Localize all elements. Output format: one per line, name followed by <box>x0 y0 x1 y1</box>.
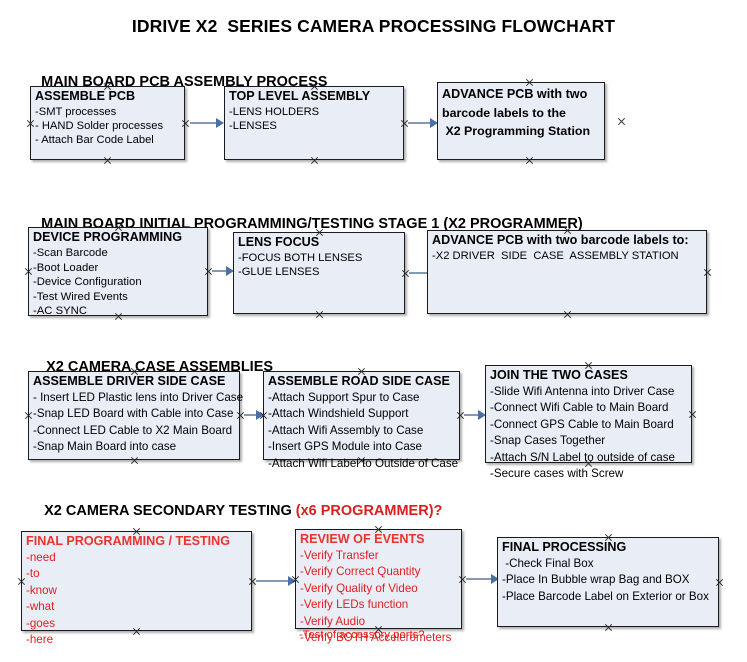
arrow-shaft <box>190 122 217 124</box>
box-line: -Test Wired Events <box>33 290 128 303</box>
box-line: -what <box>26 600 55 614</box>
box-assemble-driver-side-case[interactable]: ASSEMBLE DRIVER SIDE CASE - Insert LED P… <box>28 371 244 460</box>
box-line: -Snap LED Board with Cable into Case <box>33 407 234 421</box>
box-advance-pcb-driver-side-station[interactable]: ADVANCE PCB with two barcode labels to: … <box>427 230 707 314</box>
box-assemble-road-side-case[interactable]: ASSEMBLE ROAD SIDE CASE -Attach Support … <box>263 371 460 470</box>
arrow-shaft <box>466 578 492 580</box>
resize-handle-right[interactable] <box>617 117 626 126</box>
box-device-programming[interactable]: DEVICE PROGRAMMING -Scan Barcode -Boot L… <box>28 227 208 318</box>
arrow-shaft <box>212 270 227 272</box>
section-heading-4: X2 CAMERA SECONDARY TESTING (x6 PROGRAMM… <box>28 487 442 535</box>
box-review-of-events[interactable]: REVIEW OF EVENTS -Verify Transfer -Verif… <box>295 529 462 644</box>
box-title: ADVANCE PCB with two <box>442 87 588 101</box>
box-line: -goes <box>26 616 56 630</box>
box-line: -X2 DRIVER SIDE CASE ASSEMBLY STATION <box>432 250 679 262</box>
box-line: -to <box>26 567 40 581</box>
box-title: LENS FOCUS <box>238 235 320 249</box>
box-line: -Place Barcode Label on Exterior or Box <box>502 589 709 603</box>
box-line: -LENS HOLDERS <box>229 106 320 118</box>
box-line: -FOCUS BOTH LENSES <box>238 252 363 264</box>
box-line: -Verify Audio <box>300 614 366 628</box>
box-top-level-assembly[interactable]: TOP LEVEL ASSEMBLY -LENS HOLDERS -LENSES <box>224 86 404 160</box>
box-title: ASSEMBLE ROAD SIDE CASE <box>268 374 450 388</box>
connector-arrow-3-1 <box>244 410 264 420</box>
arrow-shaft <box>464 414 479 416</box>
connector-arrow-1-1 <box>190 118 224 128</box>
connector-arrow-2-1 <box>212 266 234 276</box>
box-line: -Device Configuration <box>33 276 142 289</box>
box-assemble-pcb[interactable]: ASSEMBLE PCB -SMT processes - HAND Solde… <box>30 86 185 160</box>
box-line: -LENSES <box>229 120 277 133</box>
box-line: -Verify LEDs function <box>300 598 409 612</box>
section-heading-4-accent: (x6 PROGRAMMER)? <box>295 503 443 519</box>
connector-arrow-3-2 <box>464 410 486 420</box>
connector-arrow-1-2 <box>408 118 438 128</box>
box-line: -Verify Transfer <box>300 549 379 562</box>
box-line: -Attach Support Spur to Case <box>268 391 420 404</box>
box-line: -here <box>26 633 54 647</box>
box-title: ASSEMBLE DRIVER SIDE CASE <box>33 374 226 388</box>
box-line: - Attach Bar Code Label <box>35 134 154 147</box>
box-line: -Boot Loader <box>33 261 99 274</box>
box-title: DEVICE PROGRAMMING <box>33 230 183 244</box>
arrow-shaft <box>408 122 431 124</box>
box-line: -Place In Bubble wrap Bag and BOX <box>502 573 690 587</box>
box-line: -Slide Wifi Antenna into Driver Case <box>490 385 675 398</box>
box-line: -Attach Wifi Label to Outside of Case <box>268 456 459 470</box>
box-line: - Insert LED Plastic lens into Driver Ca… <box>33 391 244 404</box>
box-line: X2 Programming Station <box>442 124 591 138</box>
box-overflow-line: -Test of accessory ports? <box>299 629 425 641</box>
box-line: -Check Final Box <box>502 557 594 570</box>
box-line: -Scan Barcode <box>33 247 108 259</box>
box-line: -Attach Wifi Assembly to Case <box>268 423 424 437</box>
box-line: -Verify Correct Quantity <box>300 565 421 579</box>
box-line: -need <box>26 551 56 564</box>
page-title: IDRIVE X2 SERIES CAMERA PROCESSING FLOWC… <box>131 16 616 36</box>
box-line: -Verify Quality of Video <box>300 581 418 595</box>
box-line: -AC SYNC <box>33 305 87 318</box>
box-title: FINAL PROCESSING <box>502 540 627 554</box>
box-title: JOIN THE TWO CASES <box>490 368 628 382</box>
connector-arrow-4-1 <box>256 576 296 586</box>
box-line: barcode labels to the <box>442 106 566 120</box>
box-line: -Snap Main Board into case <box>33 440 177 454</box>
box-line: -Secure cases with Screw <box>490 467 624 481</box>
box-line: -Connect Wifi Cable to Main Board <box>490 401 669 415</box>
arrow-shaft <box>256 580 289 582</box>
box-line: - HAND Solder processes <box>35 120 164 133</box>
arrow-head <box>216 118 224 128</box>
box-line: -Snap Cases Together <box>490 434 606 448</box>
connector-arrow-4-2 <box>466 574 499 584</box>
box-lens-focus[interactable]: LENS FOCUS -FOCUS BOTH LENSES -GLUE LENS… <box>233 232 405 314</box>
box-line: -Insert GPS Module into Case <box>268 440 423 454</box>
box-line: -Connect GPS Cable to Main Board <box>490 417 674 431</box>
arrow-shaft <box>244 414 257 416</box>
box-line: -Connect LED Cable to X2 Main Board <box>33 423 233 437</box>
box-final-programming-testing[interactable]: FINAL PROGRAMMING / TESTING -need -to -k… <box>21 531 252 646</box>
box-line: -know <box>26 583 57 597</box>
box-final-processing[interactable]: FINAL PROCESSING -Check Final Box -Place… <box>497 537 719 627</box>
box-title: TOP LEVEL ASSEMBLY <box>229 89 371 103</box>
box-line: -Attach Windshield Support <box>268 407 409 421</box>
box-line: -GLUE LENSES <box>238 266 320 279</box>
box-advance-pcb-programming-station[interactable]: ADVANCE PCB with two barcode labels to t… <box>437 82 605 160</box>
box-title: ADVANCE PCB with two barcode labels to: <box>432 233 689 247</box>
box-join-the-two-cases[interactable]: JOIN THE TWO CASES -Slide Wifi Antenna i… <box>485 365 692 480</box>
section-heading-4-text: X2 CAMERA SECONDARY TESTING <box>44 503 296 519</box>
box-line: -Verify BOTH Accelerometers <box>300 631 452 645</box>
box-title: REVIEW OF EVENTS <box>300 532 425 546</box>
box-line: -SMT processes <box>35 106 117 118</box>
box-title: FINAL PROGRAMMING / TESTING <box>26 534 231 548</box>
box-title: ASSEMBLE PCB <box>35 89 136 103</box>
box-line: -Attach S/N Label to outside of case <box>490 450 675 464</box>
